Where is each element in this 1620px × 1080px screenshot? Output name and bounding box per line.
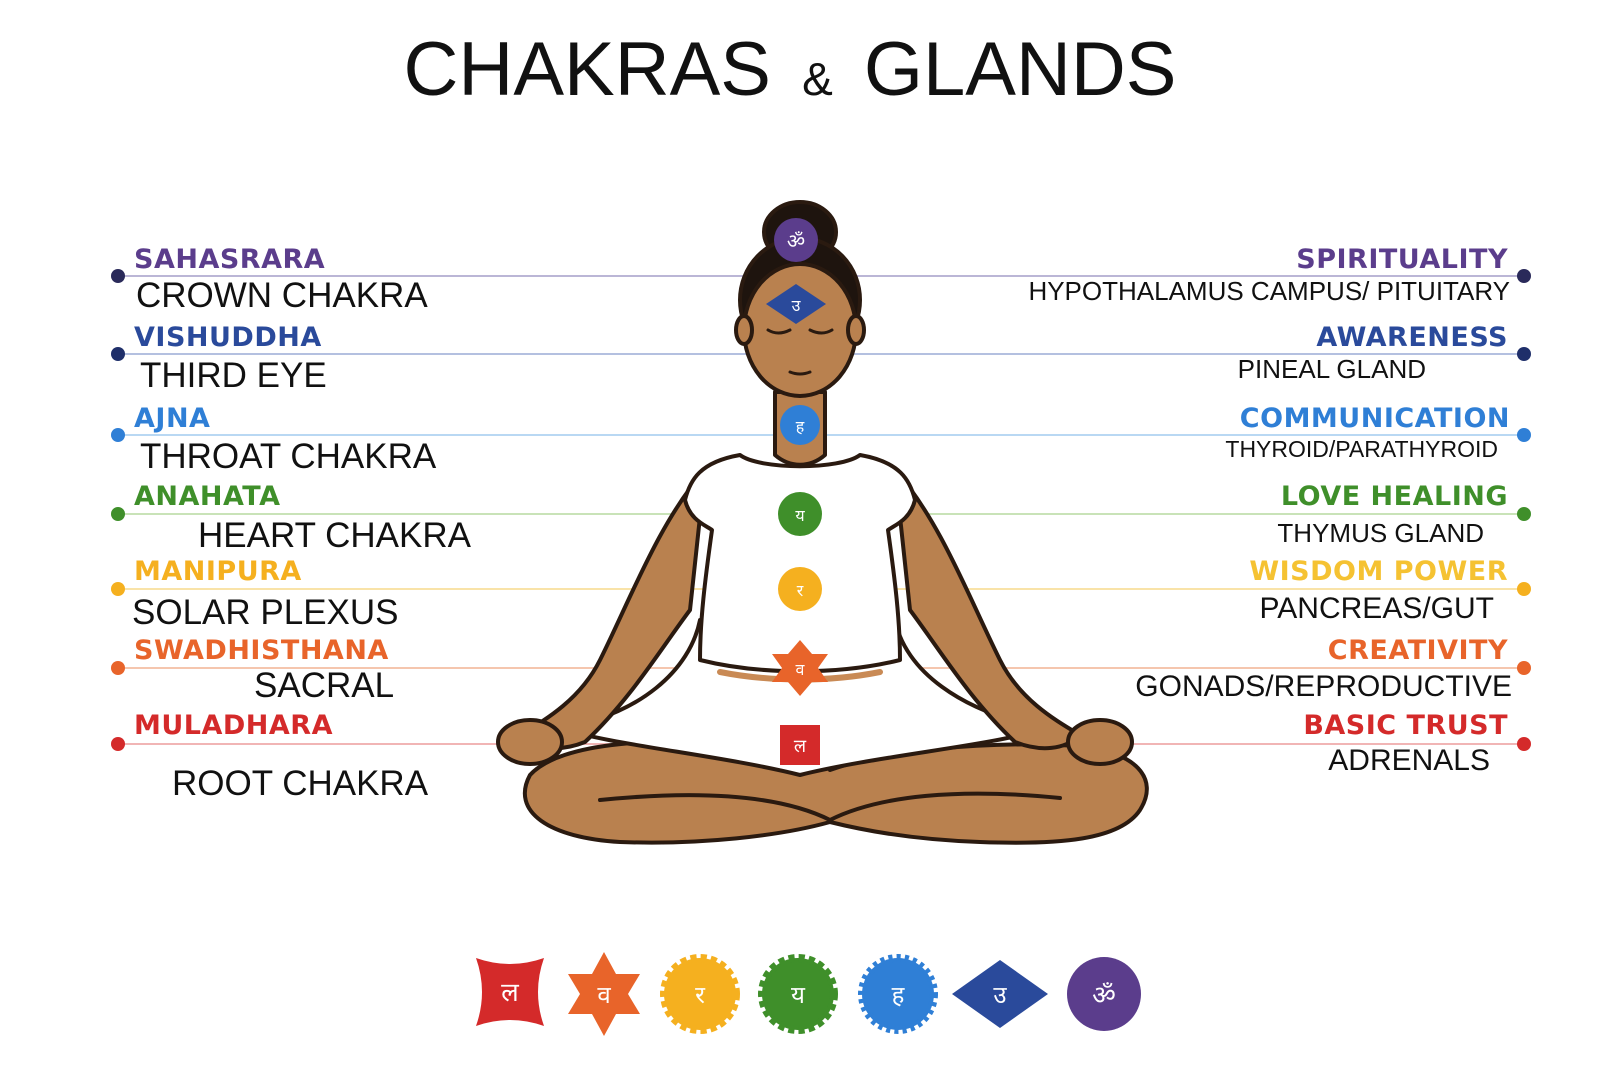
body-root-glyph: ल bbox=[794, 736, 807, 757]
figure-left-ear bbox=[736, 316, 752, 344]
dot-right-root bbox=[1517, 737, 1531, 751]
solar-symbol-glyph: र bbox=[695, 981, 706, 1009]
gland-label-pineal: PINEAL GLAND bbox=[1238, 354, 1426, 385]
om-circle-icon: ॐ bbox=[1067, 957, 1141, 1031]
figure-shirt bbox=[685, 455, 915, 671]
figure-right-hand bbox=[1068, 720, 1132, 764]
dot-right-solar bbox=[1517, 582, 1531, 596]
diamond-icon: उ bbox=[952, 960, 1048, 1028]
gland-label-pituitary: HYPOTHALAMUS CAMPUS/ PITUITARY bbox=[1028, 276, 1510, 307]
dot-left-crown bbox=[111, 269, 125, 283]
sanskrit-label-sahasrara: SAHASRARA bbox=[134, 244, 325, 275]
gland-label-gonads: GONADS/REPRODUCTIVE bbox=[1135, 670, 1512, 704]
english-label-sacral: SACRAL bbox=[254, 666, 394, 706]
quality-label-wisdom-power: WISDOM POWER bbox=[1249, 556, 1508, 587]
gland-label-thyroid: THYROID/PARATHYROID bbox=[1225, 436, 1498, 463]
dot-right-heart bbox=[1517, 507, 1531, 521]
english-label-root: ROOT CHAKRA bbox=[172, 764, 428, 804]
dot-right-sacral bbox=[1517, 661, 1531, 675]
crown-symbol-glyph: ॐ bbox=[1092, 981, 1116, 1011]
root-symbol-glyph: ल bbox=[501, 978, 519, 1008]
dot-left-solar bbox=[111, 582, 125, 596]
body-solar-glyph: र bbox=[797, 581, 804, 600]
english-label-heart: HEART CHAKRA bbox=[198, 516, 471, 556]
quality-label-love-healing: LOVE HEALING bbox=[1281, 481, 1508, 512]
quality-label-awareness: AWARENESS bbox=[1316, 322, 1508, 353]
english-label-throat: THROAT CHAKRA bbox=[140, 437, 436, 477]
root-square-icon: ल bbox=[476, 958, 544, 1026]
heart-lotus-icon: य bbox=[762, 958, 834, 1030]
english-label-solar: SOLAR PLEXUS bbox=[132, 593, 399, 633]
dot-left-heart bbox=[111, 507, 125, 521]
chakra-symbol-row: ल व र य ह उ ॐ bbox=[476, 952, 1141, 1036]
english-label-crown: CROWN CHAKRA bbox=[136, 276, 428, 316]
throat-lotus-icon: ह bbox=[862, 958, 934, 1030]
dot-right-third-eye bbox=[1517, 347, 1531, 361]
quality-label-basic-trust: BASIC TRUST bbox=[1303, 710, 1508, 741]
sanskrit-label-anahata: ANAHATA bbox=[134, 481, 281, 512]
dot-left-sacral bbox=[111, 661, 125, 675]
gland-label-adrenals: ADRENALS bbox=[1328, 744, 1490, 778]
figure-left-hand bbox=[498, 720, 562, 764]
quality-label-creativity: CREATIVITY bbox=[1328, 635, 1508, 666]
dot-right-throat bbox=[1517, 428, 1531, 442]
gland-label-thymus: THYMUS GLAND bbox=[1277, 518, 1484, 549]
body-sacral-glyph: व bbox=[796, 660, 806, 679]
solar-lotus-icon: र bbox=[664, 958, 736, 1030]
body-heart-glyph: य bbox=[795, 506, 805, 525]
body-throat-glyph: ह bbox=[796, 417, 805, 436]
third-eye-symbol-glyph: उ bbox=[993, 981, 1007, 1009]
sanskrit-label-ajna: AJNA bbox=[134, 403, 210, 434]
dot-right-crown bbox=[1517, 269, 1531, 283]
sacral-star-icon: व bbox=[568, 952, 640, 1036]
dot-left-third-eye bbox=[111, 347, 125, 361]
sanskrit-label-muladhara: MULADHARA bbox=[134, 710, 333, 741]
english-label-third-eye: THIRD EYE bbox=[140, 356, 327, 396]
sacral-symbol-glyph: व bbox=[597, 981, 611, 1009]
gland-label-pancreas: PANCREAS/GUT bbox=[1260, 592, 1494, 626]
sanskrit-label-vishuddha: VISHUDDHA bbox=[134, 322, 322, 353]
body-third-eye-glyph: उ bbox=[792, 296, 802, 315]
figure-face bbox=[744, 264, 856, 396]
sanskrit-label-swadhisthana: SWADHISTHANA bbox=[134, 635, 389, 666]
heart-symbol-glyph: य bbox=[791, 981, 806, 1009]
dot-left-root bbox=[111, 737, 125, 751]
figure-right-ear bbox=[848, 316, 864, 344]
dot-left-throat bbox=[111, 428, 125, 442]
quality-label-communication: COMMUNICATION bbox=[1240, 403, 1510, 434]
sanskrit-label-manipura: MANIPURA bbox=[134, 556, 302, 587]
throat-symbol-glyph: ह bbox=[892, 981, 906, 1009]
body-crown-glyph: ॐ bbox=[787, 229, 805, 253]
quality-label-spirituality: SPIRITUALITY bbox=[1296, 244, 1508, 275]
